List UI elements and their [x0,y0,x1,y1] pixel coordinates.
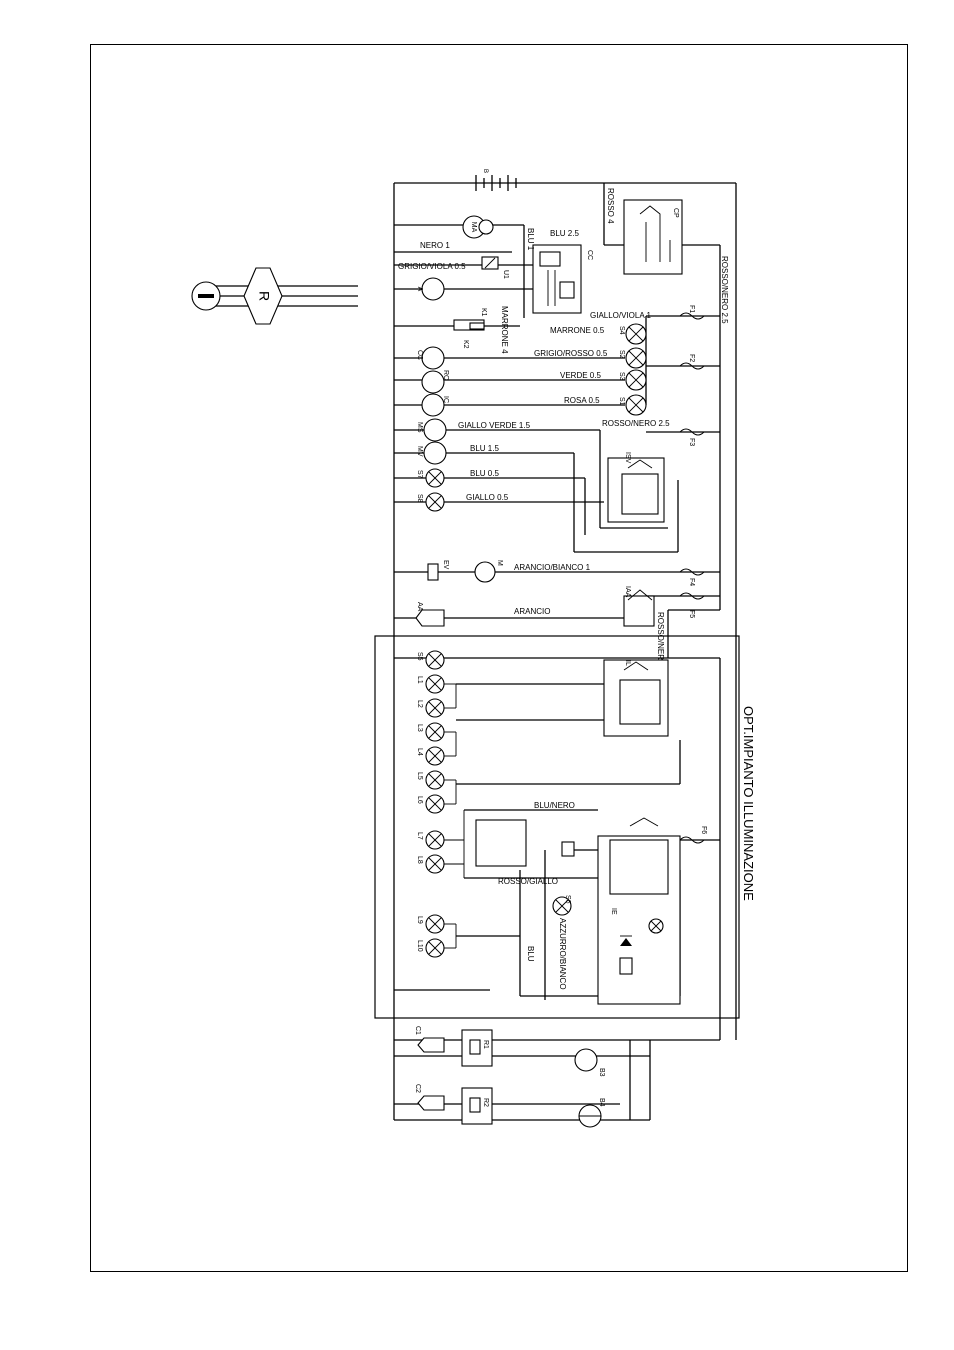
mv-label: MV [416,446,423,457]
u1-label: U1 [502,270,509,279]
wire-rosso-nero: ROSSO/NERO [656,612,665,666]
wire-giallo-05: GIALLO 0.5 [466,493,509,502]
ce-label: CC [416,350,423,360]
cp-label: CP [672,208,679,218]
lamp-l5-label: L5 [416,772,423,780]
wire-arancio: ARANCIO [514,607,550,616]
page-border [90,44,908,1272]
r2-label: R2 [482,1098,489,1107]
wire-grigio-viola: GRIGIO/VIOLA 0.5 [398,262,466,271]
il-label: IL [624,660,631,666]
lamp-l6: L6 [416,794,445,814]
wire-grigio-rosso: GRIGIO/ROSSO 0.5 [534,349,608,358]
lamp-l4: L4 [416,746,445,766]
wire-rosso-giallo: ROSSO/GIALLO [498,877,558,886]
wire-marrone-05: MARRONE 0.5 [550,326,605,335]
lamp-l7-label: L7 [416,832,423,840]
fuse-f3-label: F3 [688,438,695,446]
c1-label: C1 [414,1026,421,1035]
wire-rosso-nero-25a: ROSSO/NERO 2.5 [602,419,670,428]
wire-blu-15: BLU 1.5 [470,444,499,453]
plug-connector: R [191,267,358,325]
s7-label: S7 [416,470,423,479]
lamp-l9-label: L9 [416,916,423,924]
indicator-s2-label: S2 [618,350,625,359]
r1-label: R1 [482,1040,489,1049]
amp-label: MA [470,222,477,233]
lamp-l9: L9 [416,914,445,934]
ev-label: EV [442,560,449,570]
b3-label: B3 [598,1068,605,1077]
fuse-f5-label: F5 [688,610,695,618]
wire-nero-1: NERO 1 [420,241,450,250]
lamp-l8-label: L8 [416,856,423,864]
k1-label: K1 [480,308,487,317]
lamp-l2-label: L2 [416,700,423,708]
s5-label: S5 [416,652,423,661]
lamp-l1: L1 [416,674,445,694]
wire-azzurro-bianco: AZZURRO/BIANCO [558,918,567,990]
ms-label: MS [416,422,423,433]
indicator-s4-label: S4 [618,326,625,335]
plug-label: R [256,291,272,301]
s8-label: S8 [416,494,423,503]
lamp-l4-label: L4 [416,748,423,756]
iaa-label: IAA [624,586,631,598]
s6-label: S6 [564,895,571,904]
fuse-f6-label: F6 [700,826,707,834]
lamp-l10-label: L10 [416,940,423,952]
ic-label: IC [442,396,449,403]
horn-relays: C1 R1 B3 C2 R2 B4 [393,1026,651,1128]
wire-rosso-nero-25b: ROSSO/NERO 2.5 [720,256,729,324]
battery-label: B [482,169,488,173]
lamp-l3-label: L3 [416,724,423,732]
lamp-l10: L10 [416,938,445,958]
k2-label: K2 [462,340,469,349]
fuse-f4-label: F4 [688,578,695,586]
lamp-l8: L8 [416,854,445,874]
m-label: M [496,560,503,566]
indicator-s3-label: S3 [618,372,625,381]
ie-label: IE [610,908,617,915]
wire-blu-nero: BLU/NERO [534,801,575,810]
wire-rosa: ROSA 0.5 [564,396,600,405]
lamp-l5: L5 [416,770,445,790]
wire-blu-1: BLU 1 [526,228,535,251]
wire-marrone-4: MARRONE 4 [500,306,509,354]
upper-components: MA B U1 A K1 K2 CC CP CC RC IC [415,169,683,627]
wire-giallo-viola: GIALLO/VIOLA 1 [590,311,651,320]
b4-label: B4 [598,1098,605,1107]
aa-label: AA [416,602,423,612]
cc-label: CC [586,250,593,260]
a-label: A [416,287,423,292]
rc-label: RC [442,370,449,380]
indicator-s1-label: S1 [618,397,625,406]
wire-rosso-4: ROSSO 4 [606,188,615,224]
lamp-l1-label: L1 [416,676,423,684]
wire-blu-05: BLU 0.5 [470,469,499,478]
lighting-option-box: OPT.IMPIANTO ILLUMINAZIONE IL IE [374,635,756,1041]
lamp-l3: L3 [416,722,445,742]
wire-verde: VERDE 0.5 [560,371,601,380]
isv-label: ISV [624,452,631,464]
lamp-l2: L2 [416,698,445,718]
wire-labels: NERO 1 GRIGIO/VIOLA 0.5 BLU 2.5 BLU 1 MA… [398,188,729,990]
fuses: F1 F2 F3 F4 F5 F6 [679,305,707,844]
wire-arancio-bianco: ARANCIO/BIANCO 1 [514,563,591,572]
wire-giallo-verde: GIALLO VERDE 1.5 [458,421,531,430]
fuse-f2-label: F2 [688,354,695,362]
option-title: OPT.IMPIANTO ILLUMINAZIONE [741,706,756,901]
c2-label: C2 [414,1084,421,1093]
wire-blu: BLU [526,946,535,962]
wire-blu-2-5: BLU 2.5 [550,229,579,238]
fuse-f1-label: F1 [688,305,695,313]
lamp-l6-label: L6 [416,796,423,804]
lamp-l7: L7 [416,830,445,850]
